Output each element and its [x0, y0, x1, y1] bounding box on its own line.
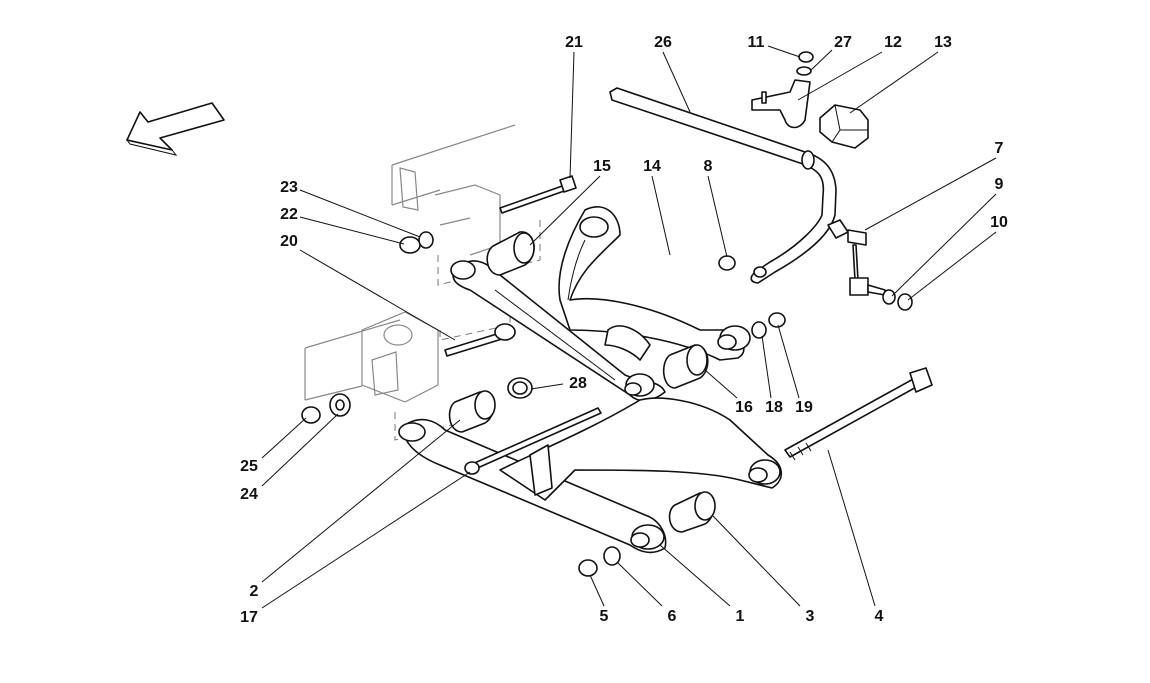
callout-7: 7 — [995, 140, 1004, 157]
callout-16: 16 — [735, 399, 753, 416]
callout-13: 13 — [934, 34, 952, 51]
callout-3: 3 — [806, 608, 815, 625]
direction-arrow — [125, 102, 225, 156]
callout-18: 18 — [765, 399, 783, 416]
callout-6: 6 — [668, 608, 677, 625]
callout-17: 17 — [240, 609, 258, 626]
callout-27: 27 — [834, 34, 852, 51]
callout-5: 5 — [600, 608, 609, 625]
callout-9: 9 — [995, 176, 1004, 193]
bolts — [444, 175, 933, 475]
callout-26: 26 — [654, 34, 672, 51]
callout-28: 28 — [569, 375, 587, 392]
bushings — [448, 231, 716, 533]
callout-22: 22 — [280, 206, 298, 223]
callout-23: 23 — [280, 179, 298, 196]
callout-12: 12 — [884, 34, 902, 51]
alignment-dashes — [394, 218, 541, 441]
callout-20: 20 — [280, 233, 298, 250]
callout-1: 1 — [736, 608, 745, 625]
callout-21: 21 — [565, 34, 583, 51]
bar-mount-bracket — [751, 79, 869, 149]
nuts-and-washers — [301, 51, 913, 577]
callout-11: 11 — [748, 34, 765, 51]
callout-10: 10 — [990, 214, 1008, 231]
subframe-background — [304, 124, 516, 403]
callout-15: 15 — [593, 158, 611, 175]
leader-lines — [261, 45, 997, 609]
callout-labels: 21 26 11 27 12 13 15 14 8 7 9 10 23 22 2… — [240, 34, 1008, 626]
callout-14: 14 — [643, 158, 661, 175]
callout-2: 2 — [250, 583, 259, 600]
upper-wishbone — [450, 206, 751, 402]
callout-24: 24 — [240, 486, 258, 503]
callout-8: 8 — [704, 158, 713, 175]
callout-4: 4 — [875, 608, 884, 625]
callout-19: 19 — [795, 399, 813, 416]
callout-25: 25 — [240, 458, 258, 475]
lower-wishbone — [398, 373, 783, 554]
